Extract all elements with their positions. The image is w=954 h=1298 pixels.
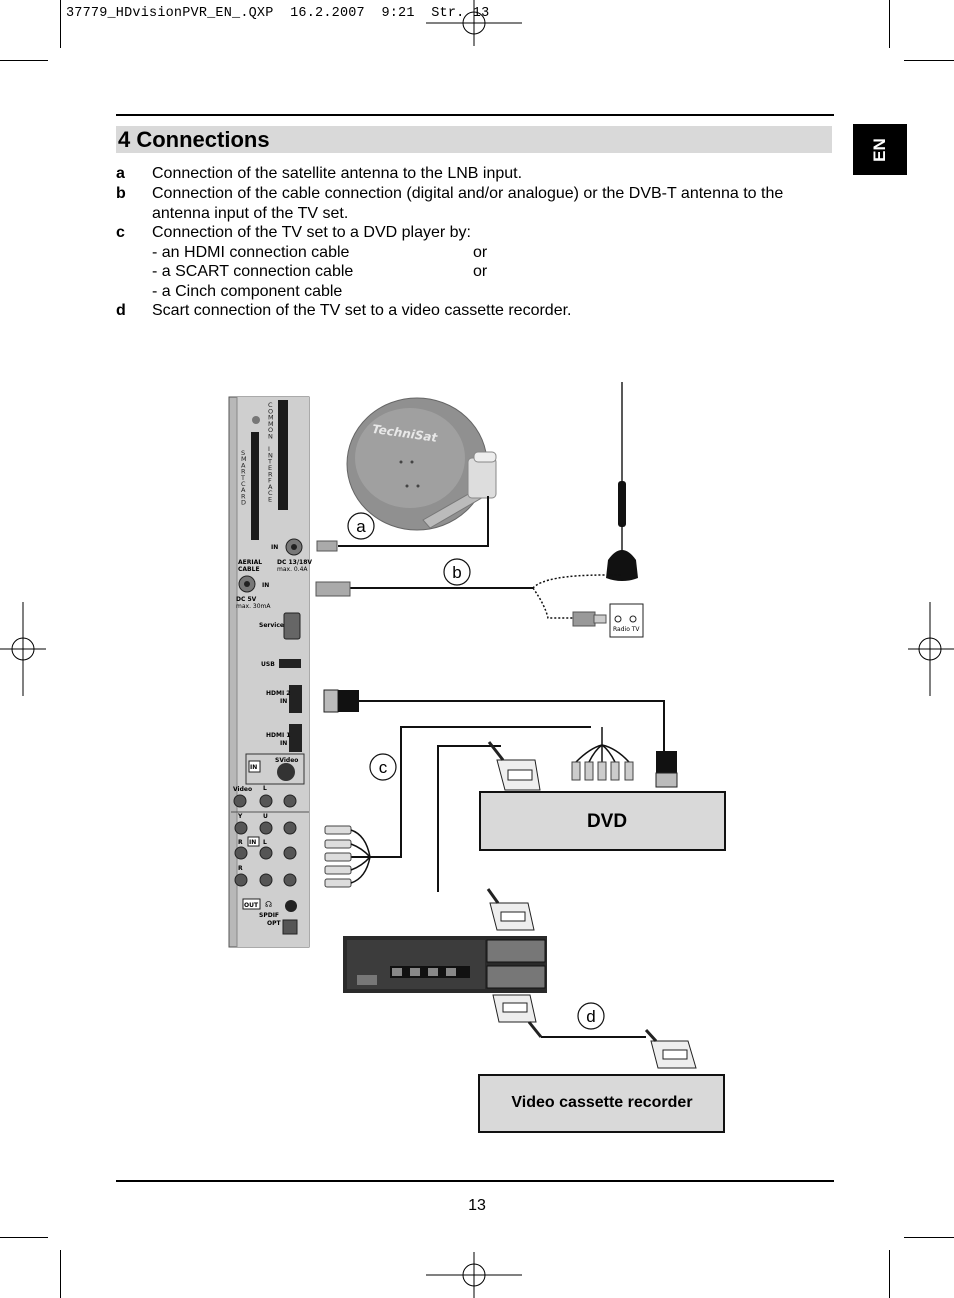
- panel-label-spdif: SPDIF: [259, 912, 279, 919]
- callout-c-label: c: [379, 758, 388, 777]
- panel-label-u: U: [263, 813, 268, 820]
- dvd-player: [479, 791, 726, 851]
- callout-c: [369, 753, 397, 781]
- panel-label-hdmi1: HDMI 1: [266, 732, 290, 739]
- panel-label-usb: USB: [261, 661, 275, 668]
- panel-label-svideo-in: IN: [250, 764, 257, 771]
- callout-b: [443, 558, 471, 586]
- callout-d: [577, 1002, 605, 1030]
- vcr-label: Video cassette recorder: [511, 1094, 692, 1111]
- panel-label-hdmi2: HDMI 2: [266, 690, 290, 697]
- tv-rear-panel: IN DC 13/18V max. 0.4A AERIAL CABLE IN D…: [228, 396, 312, 948]
- item-text-line2: antenna input of the TV set.: [152, 204, 349, 222]
- panel-label-r: R: [238, 839, 243, 846]
- crop-mark: [0, 1237, 48, 1238]
- crop-mark: [60, 1250, 61, 1298]
- scart-plug: [644, 1028, 697, 1069]
- panel-label-out: OUT: [244, 902, 259, 909]
- panel-label-dc-lnb: DC 13/18V: [277, 559, 312, 566]
- cinch-fan-dvd: [575, 727, 630, 763]
- item-text: Scart connection of the TV set to a vide…: [152, 302, 572, 319]
- panel-label-y: Y: [237, 813, 243, 820]
- cinch-plugs-tv: [324, 825, 352, 888]
- video-cassette-recorder: [478, 1074, 725, 1133]
- satellite-dish: TechniSat: [346, 397, 497, 531]
- radio-tv-label: Radio TV: [613, 626, 640, 633]
- panel-label-hdmi2-in: IN: [280, 698, 287, 705]
- scart-plug: [486, 888, 535, 931]
- panel-label-l: L: [263, 785, 267, 792]
- panel-label-opt: OPT: [267, 920, 281, 927]
- tv-scart-panel: [343, 936, 547, 993]
- panel-label-cable: CABLE: [238, 566, 260, 573]
- panel-label-dc-aerial: DC 5V: [236, 596, 257, 603]
- panel-label-aerial: AERIAL: [238, 559, 262, 566]
- item-text: Connection of the cable connection (digi…: [152, 185, 784, 202]
- sub-item-or: or: [473, 263, 488, 280]
- headphone-icon: ☊: [265, 900, 272, 909]
- item-letter: c: [116, 224, 125, 241]
- panel-label-r2: R: [238, 865, 243, 872]
- crop-mark: [0, 60, 48, 61]
- callout-a-label: a: [356, 517, 366, 536]
- panel-label-dc-lnb-max: max. 0.4A: [277, 566, 308, 573]
- sub-item-cinch: - a Cinch component cable: [152, 282, 343, 300]
- cinch-fan-tv: [350, 829, 371, 884]
- panel-label-svideo: SVideo: [275, 757, 298, 764]
- language-tab: [853, 124, 907, 175]
- panel-label-video: Video: [233, 786, 252, 793]
- item-letter: a: [116, 165, 125, 182]
- bottom-rule: [116, 1180, 834, 1182]
- panel-label-cinch-in: IN: [249, 839, 256, 846]
- dotted-cables: [532, 574, 622, 619]
- scart-plug: [492, 994, 543, 1038]
- sub-item-scart: - a SCART connection cable: [152, 263, 354, 280]
- crop-mark: [904, 1237, 954, 1238]
- crop-mark: [904, 60, 954, 61]
- panel-label-hdmi1-in: IN: [280, 740, 287, 747]
- panel-label-dc-aerial-max: max. 30mA: [236, 603, 271, 610]
- title-bar: [116, 126, 832, 153]
- dvbt-antenna: [606, 382, 638, 581]
- page-number: 13: [468, 1197, 486, 1214]
- sub-item-hdmi: - an HDMI connection cable: [152, 243, 350, 261]
- item-letter: d: [116, 302, 126, 319]
- section-title: 4 Connections: [118, 127, 270, 152]
- sub-item-or: or: [473, 243, 488, 261]
- item-text: Connection of the TV set to a DVD player…: [152, 224, 471, 241]
- crop-mark: [889, 0, 890, 48]
- callout-b-label: b: [452, 563, 461, 582]
- cinch-plugs-dvd: [571, 761, 634, 781]
- item-text: Connection of the satellite antenna to t…: [152, 165, 523, 182]
- cables: [338, 496, 665, 1038]
- aerial-plug: [315, 581, 351, 597]
- hdmi-plug-tv: [323, 689, 339, 713]
- callout-d-label: d: [586, 1007, 595, 1026]
- file-header: 37779_HDvisionPVR_EN_.QXP 16.2.2007 9:21…: [66, 6, 490, 21]
- radio-tv-socket: Radio TV: [572, 603, 644, 638]
- crop-mark: [60, 0, 61, 48]
- hdmi-plug-tv-body: [338, 690, 359, 712]
- lnb-plug: [316, 540, 338, 552]
- hdmi-plug-dvd: [656, 751, 677, 773]
- top-rule: [116, 114, 834, 116]
- panel-label-l2: L: [263, 839, 267, 846]
- dvd-label: DVD: [587, 811, 627, 832]
- callout-a: [347, 512, 375, 540]
- panel-label-in: IN: [271, 544, 278, 551]
- hdmi-plug-dvd-tip: [655, 772, 678, 788]
- scart-plug: [487, 741, 541, 791]
- crop-mark: [889, 1250, 890, 1298]
- panel-label-aerial-in: IN: [262, 582, 269, 589]
- item-letter: b: [116, 185, 126, 202]
- panel-label-service: Service: [259, 622, 284, 629]
